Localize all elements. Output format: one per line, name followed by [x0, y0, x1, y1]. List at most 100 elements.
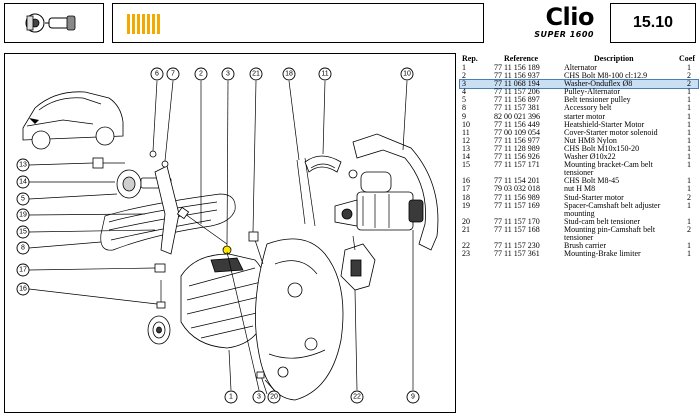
callout-20[interactable]: 20: [267, 390, 281, 404]
callout-22[interactable]: 22: [350, 390, 364, 404]
callout-9[interactable]: 9: [406, 390, 420, 404]
row-rep: 18: [462, 192, 470, 202]
row-reference: 77 11 157 171: [494, 160, 540, 170]
callout-14[interactable]: 14: [16, 175, 30, 189]
svg-text:19: 19: [19, 212, 27, 219]
row-rep: 1: [462, 63, 466, 72]
row-rep: 15: [462, 160, 470, 170]
svg-text:3: 3: [257, 394, 261, 401]
callout-13[interactable]: 13: [16, 158, 30, 172]
callout-5[interactable]: 5: [16, 192, 30, 206]
svg-text:1: 1: [229, 394, 233, 401]
row-rep: 21: [462, 224, 470, 234]
svg-text:17: 17: [19, 267, 27, 274]
callout-6[interactable]: 6: [150, 67, 164, 81]
row-rep: 19: [462, 200, 470, 210]
solenoid-cover: [304, 155, 342, 173]
row-coef: 1: [687, 249, 691, 259]
callout-17[interactable]: 17: [16, 263, 30, 277]
row-coef: 1: [687, 160, 691, 170]
row-reference: 77 11 156 449: [494, 119, 540, 129]
callout-1[interactable]: 1: [224, 390, 238, 404]
callout-19[interactable]: 19: [16, 208, 30, 222]
row-coef: 1: [687, 184, 691, 194]
callout-16[interactable]: 16: [16, 282, 30, 296]
table-row[interactable]: mounting: [460, 210, 698, 218]
row-description: Mounting bracket-Cam belt: [564, 161, 653, 170]
callout-3-top[interactable]: 3: [221, 67, 235, 81]
row-coef: 1: [687, 127, 691, 137]
washer-6: [149, 150, 157, 158]
callout-3-bottom[interactable]: 3: [252, 390, 266, 404]
callout-8[interactable]: 8: [16, 241, 30, 255]
row-coef: 1: [687, 119, 691, 129]
diagram-drawing: 13 14 5 19 15 8 17 16 6 7 2 3 21 18 11 1…: [16, 67, 439, 404]
row-rep: 22: [462, 241, 470, 251]
row-rep: 12: [462, 135, 470, 145]
table-row[interactable]: tensioner: [460, 169, 698, 177]
bolt-16: [156, 280, 166, 309]
row-reference: 77 11 157 381: [494, 103, 540, 113]
row-rep: 8: [462, 103, 466, 113]
callout-18[interactable]: 18: [282, 67, 296, 81]
bolt-2: [184, 213, 228, 245]
row-reference: 82 00 021 396: [494, 111, 540, 121]
row-coef: 1: [687, 95, 691, 105]
row-description: starter motor: [564, 112, 606, 121]
callout-15[interactable]: 15: [16, 225, 30, 239]
table-row[interactable]: 15 77 11 157 171 Mounting bracket-Cam belt…: [460, 161, 698, 169]
svg-text:18: 18: [285, 71, 293, 78]
starter-motor: [334, 171, 424, 231]
page-code: 15.10: [632, 14, 674, 31]
nut-12: [348, 169, 358, 179]
header-description: Description: [594, 55, 634, 63]
callout-7[interactable]: 7: [166, 67, 180, 81]
row-description: Alternator: [564, 64, 597, 72]
svg-text:7: 7: [171, 71, 175, 78]
row-reference: 77 11 156 897: [494, 95, 540, 105]
row-reference: 77 11 128 989: [494, 143, 540, 153]
svg-text:8: 8: [21, 245, 25, 252]
callout-11[interactable]: 11: [318, 67, 332, 81]
callout-10[interactable]: 10: [400, 67, 414, 81]
svg-text:10: 10: [403, 71, 411, 78]
row-rep: 16: [462, 176, 470, 186]
row-rep: 11: [462, 127, 470, 137]
row-reference: 77 11 156 937: [494, 71, 540, 81]
exploded-diagram: 13 14 5 19 15 8 17 16 6 7 2 3 21 18 11 1…: [4, 53, 456, 413]
header-logo-box: Clio SUPER 1600: [492, 3, 602, 43]
row-coef: 2: [687, 192, 691, 202]
alternator: [180, 253, 269, 349]
table-row[interactable]: tensioner: [460, 234, 698, 242]
row-rep: 9: [462, 111, 466, 121]
callout-21[interactable]: 21: [249, 67, 263, 81]
header-brand-box: [112, 3, 484, 43]
table-header: Rep. Reference Description Coef: [460, 54, 698, 64]
row-description: mounting: [564, 209, 595, 218]
callout-2[interactable]: 2: [194, 67, 208, 81]
row-description: Stud-cam belt tensioner: [564, 217, 640, 226]
row-description: Belt tensioner pulley: [564, 96, 631, 105]
alternator-starter-icon: [25, 13, 76, 33]
row-rep: 2: [462, 71, 466, 81]
